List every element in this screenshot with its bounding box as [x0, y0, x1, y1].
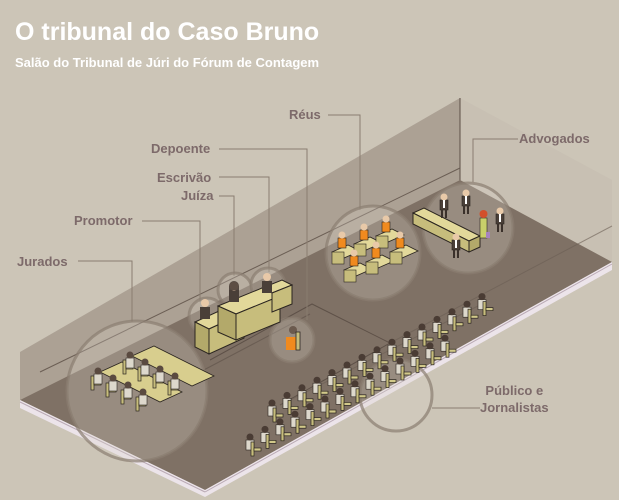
label-publico-line2: Jornalistas — [480, 400, 549, 415]
label-promotor: Promotor — [74, 213, 133, 228]
public-group — [245, 293, 494, 457]
page-title: O tribunal do Caso Bruno — [15, 18, 320, 46]
spectator — [447, 308, 457, 326]
juror — [140, 358, 150, 376]
label-advogados: Advogados — [519, 131, 590, 146]
lawyer — [461, 189, 471, 214]
label-publico-line1: Público e — [485, 383, 544, 398]
spectator — [290, 410, 300, 428]
lawyer — [439, 193, 449, 218]
label-depoente: Depoente — [151, 141, 211, 156]
spectator — [335, 387, 345, 405]
spectator — [320, 395, 330, 413]
lawyer — [495, 207, 505, 232]
juror — [155, 365, 165, 383]
spectator — [350, 380, 360, 398]
defendant-desk-front — [331, 251, 345, 265]
label-jurados: Jurados — [17, 254, 68, 269]
defendant-desk-front — [389, 251, 403, 265]
page-subtitle: Salão do Tribunal de Júri do Fórum de Co… — [15, 55, 320, 70]
circle-jurados — [65, 319, 209, 463]
label-publico: Público e Jornalistas — [480, 382, 549, 416]
juror — [108, 374, 118, 392]
juror — [125, 351, 135, 369]
judges-bench — [193, 279, 294, 355]
defendant — [395, 231, 405, 249]
leader-lines — [78, 114, 518, 409]
lawyer — [451, 233, 461, 258]
label-escrivao: Escrivão — [157, 170, 212, 185]
defendant-desk-front — [343, 269, 357, 283]
defendant — [371, 241, 381, 259]
lawyers-group — [439, 189, 505, 258]
bench-officials — [200, 273, 272, 319]
spectator — [432, 315, 442, 333]
label-juiza: Juíza — [181, 188, 214, 203]
spectator — [410, 349, 420, 367]
defendant — [359, 223, 369, 241]
defendant-desk-front — [365, 261, 379, 275]
spectator — [327, 369, 337, 386]
woman-lawyer — [479, 210, 490, 239]
jurors-group — [90, 345, 215, 412]
defendant — [349, 249, 359, 267]
defendant — [381, 215, 391, 233]
defendants-group — [331, 215, 419, 283]
floor — [20, 180, 612, 490]
juror — [170, 372, 180, 390]
defendant — [337, 231, 347, 249]
back-wall — [20, 98, 460, 400]
label-reus: Réus — [289, 107, 321, 122]
juror — [138, 388, 148, 406]
juror — [123, 381, 133, 399]
juror — [93, 367, 103, 385]
witness — [286, 326, 301, 351]
